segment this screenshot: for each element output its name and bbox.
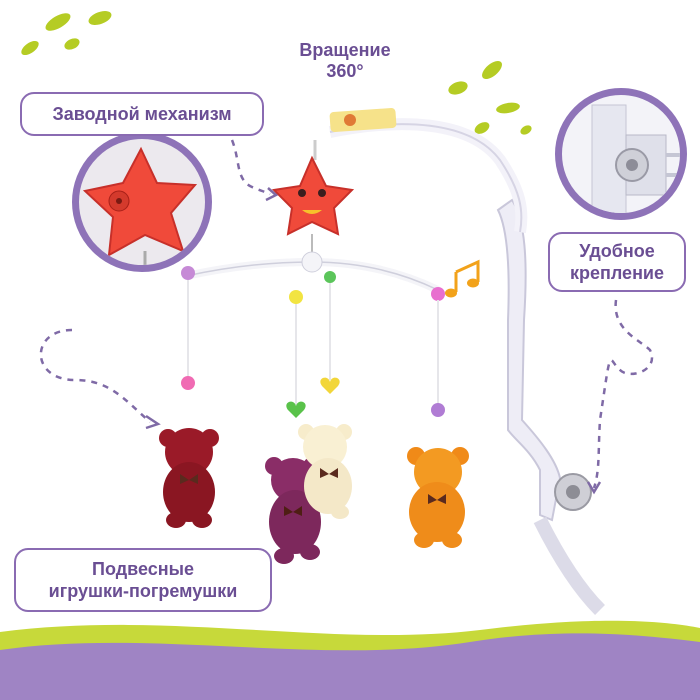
mount-label-line1: Удобное (579, 241, 655, 261)
cream-bear (298, 424, 352, 519)
wind-mechanism-text: Заводной механизм (52, 104, 232, 124)
hanging-toys-line2: игрушки-погремушки (48, 581, 238, 601)
mount-closeup-circle (555, 88, 687, 220)
clamp-detail-icon (591, 104, 680, 213)
wind-mechanism-label: Заводной механизм (20, 92, 264, 136)
orange-bear (407, 447, 469, 548)
mount-label: Удобное крепление (548, 232, 686, 292)
purple-bear (265, 457, 321, 564)
rotation-label-line1: Вращение (299, 40, 391, 60)
rotation-label-line2: 360° (326, 61, 364, 81)
mechanism-closeup-circle (72, 132, 212, 272)
red-bear (159, 428, 219, 528)
hanging-toys-line1: Подвесные (92, 559, 194, 579)
hanging-toys-label: Подвесные игрушки-погремушки (14, 548, 272, 612)
mount-label-line2: крепление (569, 263, 665, 283)
star-mechanism-icon (82, 146, 198, 265)
rotation-label: Вращение 360° (296, 40, 394, 82)
